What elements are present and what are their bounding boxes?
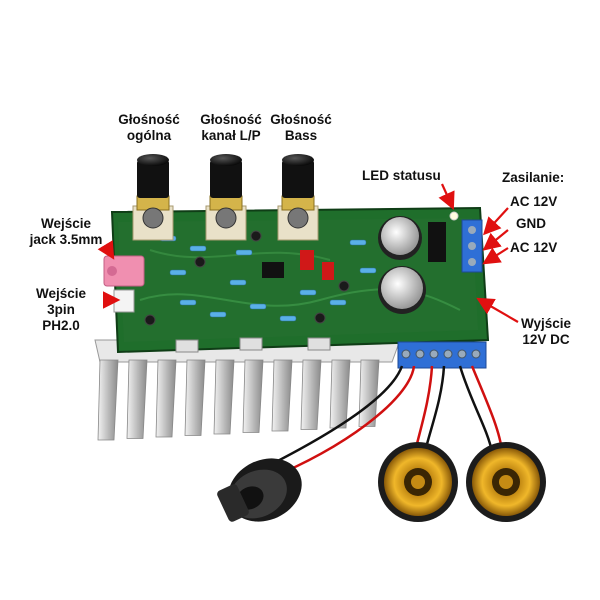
label-power-gnd: GND: [516, 216, 546, 231]
resistor: [179, 299, 197, 306]
capacitor: [378, 266, 426, 314]
label-power-ac2: AC 12V: [510, 240, 558, 255]
label-power-ac1: AC 12V: [510, 194, 558, 209]
regulator-chip: [428, 222, 446, 262]
heatsink: [94, 339, 401, 441]
resistor: [169, 269, 187, 276]
ic-chip: [262, 262, 284, 278]
resistor: [329, 299, 347, 306]
knob-lr-icon[interactable]: [205, 154, 247, 241]
heatsink-fin: [300, 359, 322, 430]
resistor: [209, 311, 227, 318]
resistor: [229, 279, 247, 286]
knob-bass-icon[interactable]: [277, 154, 319, 241]
small-capacitor: [338, 280, 350, 292]
heatsink-fin: [126, 359, 148, 439]
heatsink-fin: [271, 359, 293, 432]
terminal-screw: [429, 349, 439, 359]
heatsink-fin: [329, 359, 351, 429]
ph2-connector: [113, 289, 135, 313]
capacitor: [378, 216, 422, 260]
resistor: [235, 249, 253, 256]
right-speaker-icon: [466, 442, 546, 522]
heatsink-fin: [155, 359, 177, 438]
small-capacitor: [314, 312, 326, 324]
label-led-status: LED statusu: [362, 168, 441, 183]
subwoofer-speaker-icon: [217, 458, 302, 522]
speaker-terminal-block: [397, 341, 487, 369]
resistor: [359, 267, 377, 274]
red-capacitor: [322, 262, 334, 280]
pcb-board: [103, 206, 490, 369]
audio-jack: [103, 255, 145, 287]
heatsink-fin: [184, 359, 206, 436]
small-capacitor: [250, 230, 262, 242]
terminal-screw: [471, 349, 481, 359]
heatsink-fin: [242, 359, 264, 433]
left-speaker-icon: [378, 442, 458, 522]
small-capacitor: [144, 314, 156, 326]
resistor: [349, 239, 367, 246]
terminal-screw: [401, 349, 411, 359]
callout-arrows: [97, 183, 519, 323]
status-led: [449, 211, 459, 221]
resistor: [279, 315, 297, 322]
resistor: [189, 245, 207, 252]
heatsink-fin: [97, 359, 119, 441]
heatsink-fin: [213, 359, 235, 435]
small-capacitor: [194, 256, 206, 268]
knob-volume-icon[interactable]: [132, 154, 174, 241]
resistor: [299, 289, 317, 296]
terminal-screw: [443, 349, 453, 359]
red-capacitor: [300, 250, 314, 270]
terminal-screw: [415, 349, 425, 359]
resistor: [249, 303, 267, 310]
label-power-title: Zasilanie:: [502, 170, 565, 185]
speaker-wires: [259, 365, 504, 480]
terminal-screw: [457, 349, 467, 359]
